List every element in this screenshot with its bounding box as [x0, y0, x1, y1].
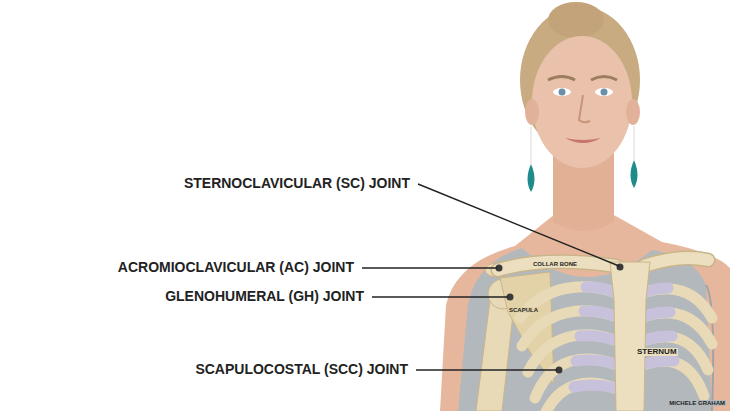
earring — [528, 164, 535, 192]
tank-top — [458, 248, 712, 411]
eyebrow — [548, 77, 575, 81]
earring-wire — [531, 126, 532, 164]
costal-cartilage — [586, 287, 614, 292]
rib — [545, 383, 614, 411]
costal-cartilage — [646, 361, 674, 364]
lips — [565, 138, 601, 143]
joint-label: SCAPULOCOSTAL (SCC) JOINT — [195, 362, 408, 377]
leader-line — [418, 184, 619, 266]
joint-dot — [617, 264, 624, 271]
face — [532, 36, 632, 168]
clavicle — [644, 258, 708, 266]
clavicle-outline — [644, 258, 708, 266]
costal-cartilage — [574, 385, 614, 388]
joint-label: ACROMIOCLAVICULAR (AC) JOINT — [118, 260, 354, 275]
sternum — [610, 262, 650, 411]
shoulder-skin — [440, 214, 730, 411]
eye — [553, 88, 571, 96]
joint-label: GLENOHUMERAL (GH) JOINT — [165, 289, 364, 304]
bone-label: COLLAR BONE — [532, 261, 578, 268]
rib — [646, 361, 704, 396]
ear — [626, 99, 640, 125]
costal-cartilage — [576, 360, 614, 364]
earring — [631, 160, 638, 188]
costal-cartilage — [646, 288, 668, 292]
bone-label: SCAPULA — [508, 307, 539, 314]
eyebrow — [591, 77, 617, 81]
iris — [601, 89, 608, 96]
costal-cartilage — [646, 336, 672, 340]
costal-cartilage — [584, 311, 614, 316]
joint-label: STERNOCLAVICULAR (SC) JOINT — [184, 176, 410, 191]
leader-lines — [362, 184, 619, 370]
ear — [525, 99, 539, 125]
rib — [535, 359, 614, 398]
leader-line — [416, 369, 557, 370]
bone-label: STERNUM — [636, 348, 678, 357]
eye — [595, 88, 613, 96]
iris — [559, 89, 566, 96]
humerus — [476, 300, 514, 411]
hair-bun — [548, 2, 604, 38]
costal-cartilage — [646, 312, 670, 316]
earring-wire — [634, 126, 635, 160]
leader-line — [372, 296, 508, 297]
costal-cartilage — [580, 336, 614, 340]
leader-line — [362, 267, 497, 268]
credit-label: MICHELE GRAHAM — [668, 400, 726, 407]
nose — [579, 95, 590, 122]
